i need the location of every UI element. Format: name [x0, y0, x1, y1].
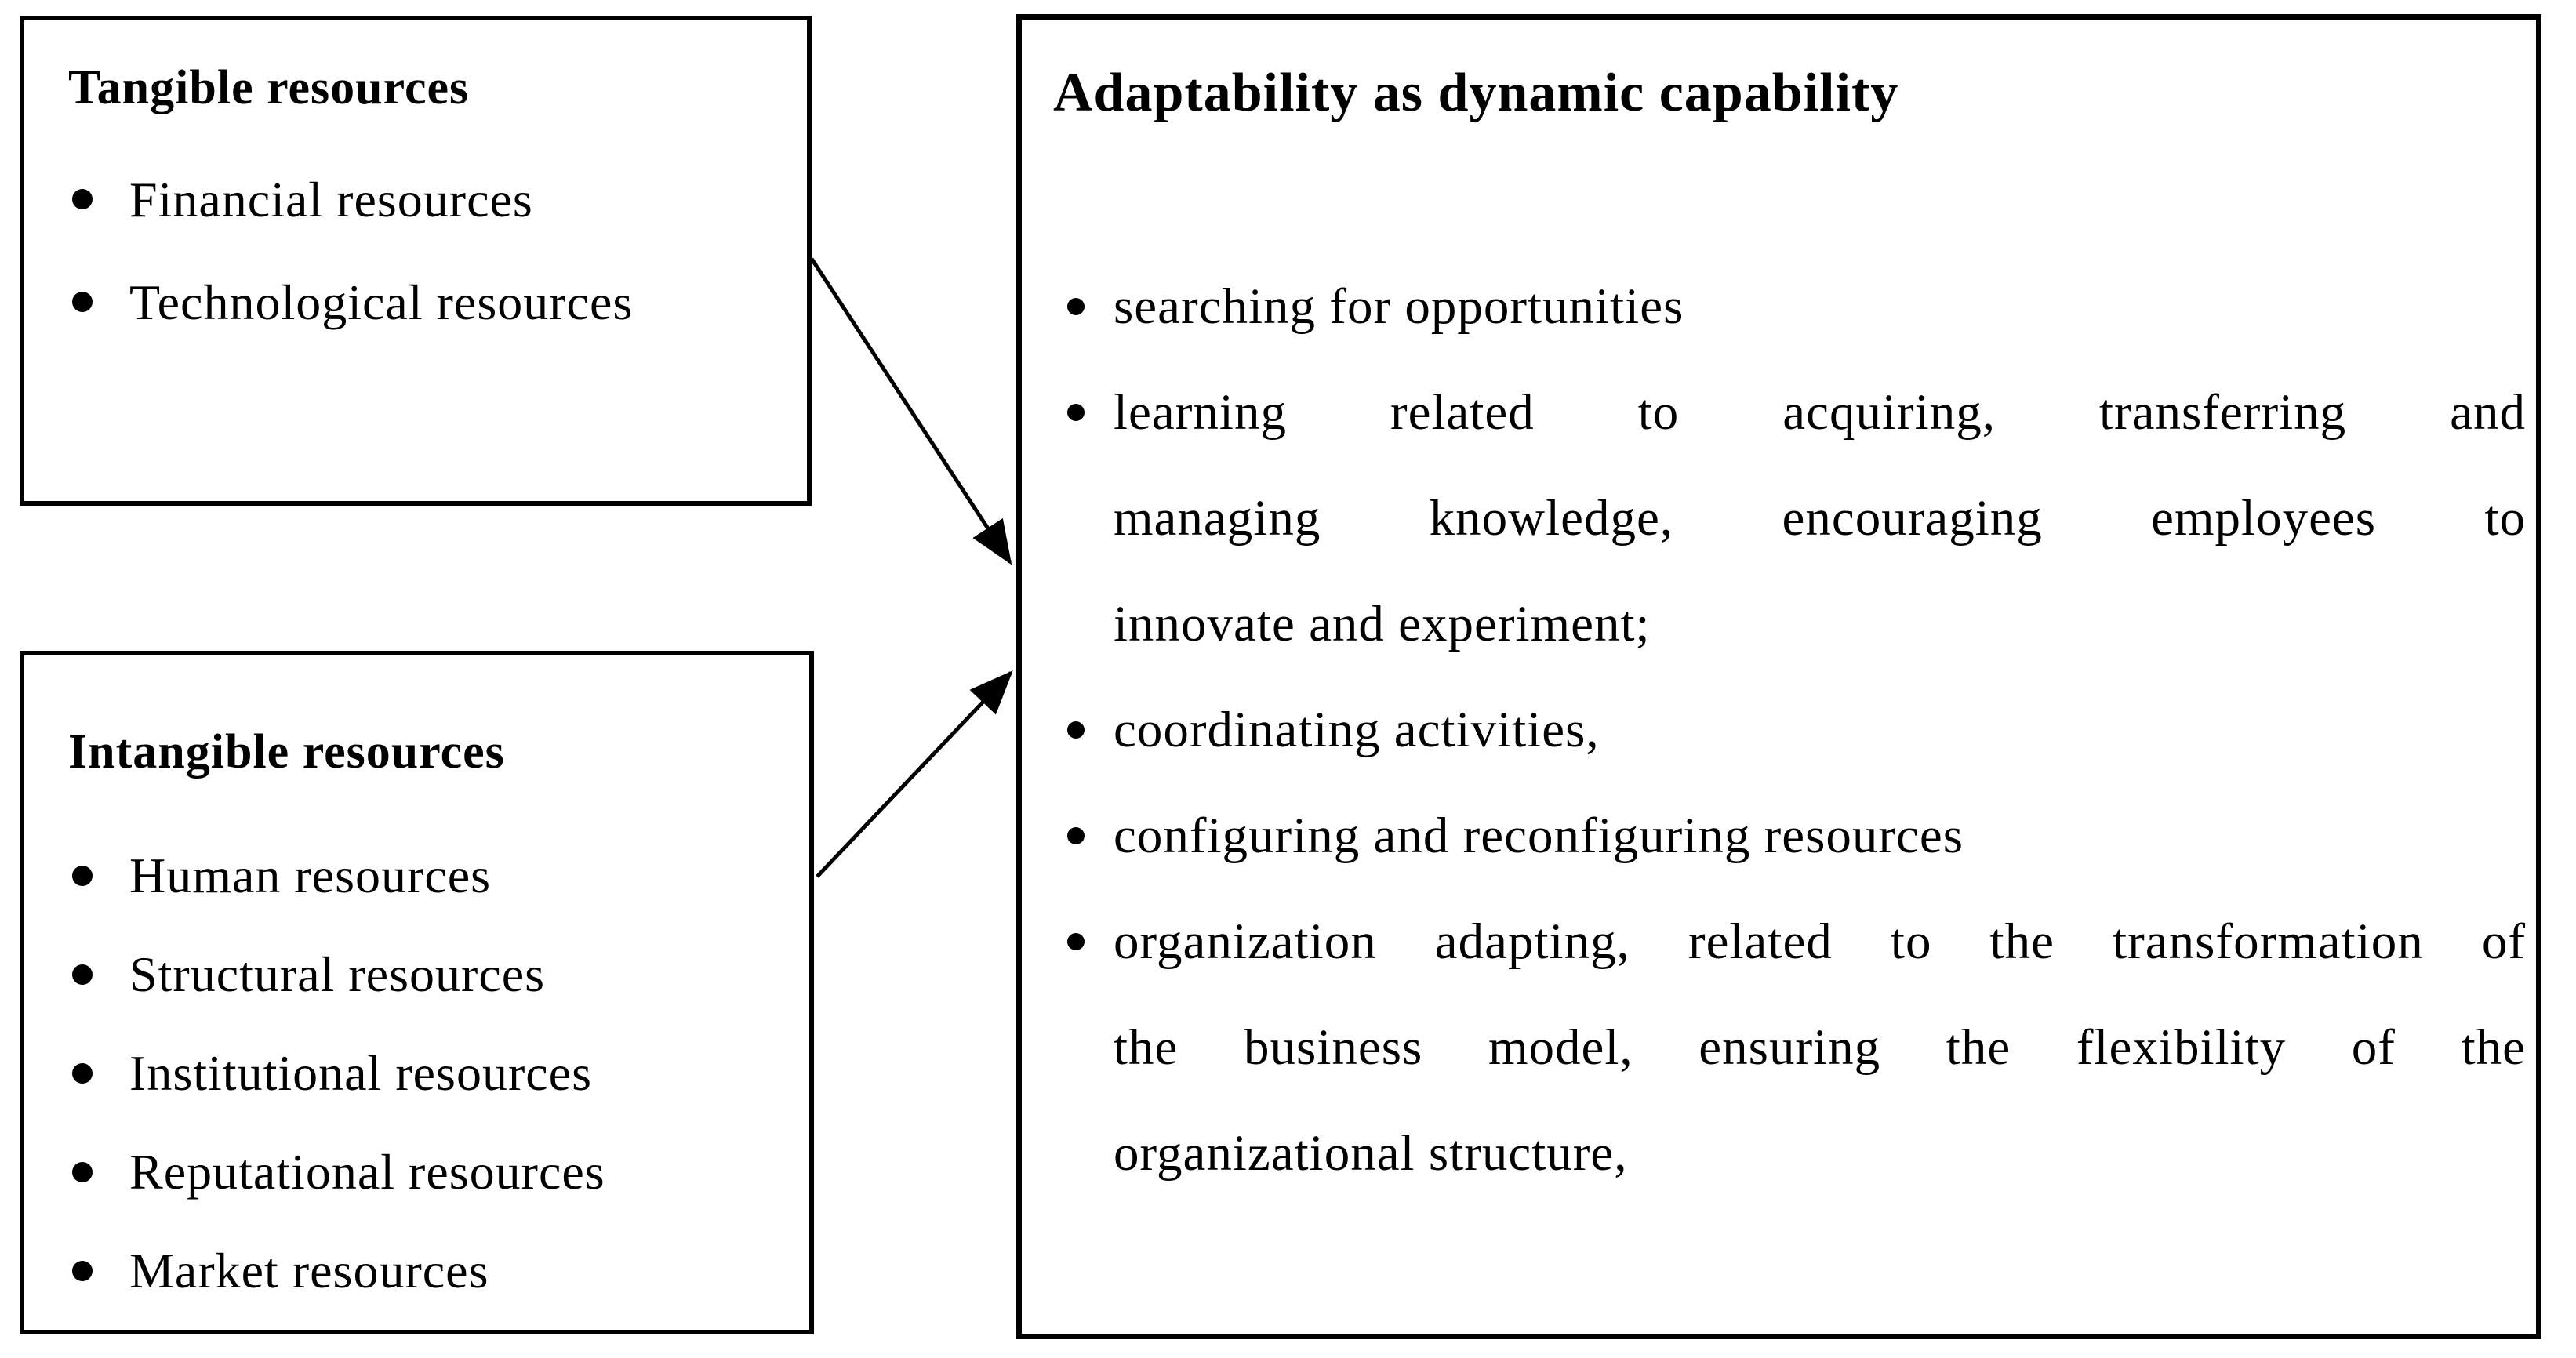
- list-item-text: coordinating activities,: [1114, 702, 1600, 758]
- list-item: Technological resources: [72, 251, 776, 354]
- adaptability-box-title: Adaptability as dynamic capability: [1053, 63, 1899, 123]
- list-item: Market resources: [72, 1222, 778, 1320]
- list-item-text: Market resources: [129, 1243, 489, 1298]
- list-item-line: managing knowledge, encouraging employee…: [1114, 490, 2526, 546]
- bullet-icon: [72, 1063, 93, 1084]
- bullet-icon: [72, 964, 93, 985]
- bullet-icon: [72, 1261, 93, 1281]
- list-item-line: organizational structure,: [1114, 1125, 1628, 1182]
- adaptability-list: searching for opportunities learning rel…: [1067, 254, 2526, 1207]
- list-item-line: the business model, ensuring the flexibi…: [1114, 1019, 2526, 1076]
- list-item-text: Human resources: [129, 848, 492, 903]
- list-item-text: Reputational resources: [129, 1144, 605, 1200]
- tangible-resources-box: Tangible resources Financial resources T…: [20, 16, 812, 506]
- list-item-line: organization adapting, related to the tr…: [1114, 913, 2526, 970]
- list-item: Institutional resources: [72, 1024, 778, 1123]
- list-item-text: Technological resources: [129, 274, 634, 330]
- list-item-text: organization adapting, related to the tr…: [1114, 889, 2526, 1207]
- list-item: searching for opportunities: [1067, 254, 2526, 360]
- list-item: learning related to acquiring, transferr…: [1067, 360, 2526, 677]
- list-item: coordinating activities,: [1067, 677, 2526, 783]
- bullet-icon: [1067, 298, 1085, 315]
- bullet-icon: [1067, 827, 1085, 844]
- bullet-icon: [1067, 404, 1085, 421]
- intangible-box-title: Intangible resources: [68, 725, 505, 779]
- list-item-text: Institutional resources: [129, 1045, 592, 1101]
- tangible-list: Financial resources Technological resour…: [72, 148, 776, 354]
- list-item: Structural resources: [72, 925, 778, 1024]
- arrow-tangible-to-adaptability: [809, 257, 1012, 565]
- intangible-list: Human resources Structural resources Ins…: [72, 826, 778, 1320]
- list-item-line: innovate and experiment;: [1114, 596, 1651, 652]
- list-item-text: Structural resources: [129, 946, 546, 1002]
- arrow-intangible-to-adaptability: [816, 670, 1013, 878]
- adaptability-box: Adaptability as dynamic capability searc…: [1016, 14, 2541, 1339]
- bullet-icon: [72, 1162, 93, 1182]
- list-item: Reputational resources: [72, 1123, 778, 1222]
- bullet-icon: [1067, 721, 1085, 739]
- list-item-text: searching for opportunities: [1114, 278, 1684, 335]
- list-item: Human resources: [72, 826, 778, 925]
- list-item-line: learning related to acquiring, transferr…: [1114, 384, 2526, 441]
- bullet-icon: [72, 292, 93, 312]
- bullet-icon: [1067, 933, 1085, 950]
- tangible-box-title: Tangible resources: [68, 61, 470, 114]
- intangible-resources-box: Intangible resources Human resources Str…: [20, 651, 814, 1334]
- list-item-text: learning related to acquiring, transferr…: [1114, 360, 2526, 677]
- bullet-icon: [72, 189, 93, 209]
- list-item-text: configuring and reconfiguring resources: [1114, 808, 1964, 864]
- bullet-icon: [72, 866, 93, 886]
- list-item: configuring and reconfiguring resources: [1067, 783, 2526, 889]
- list-item-text: Financial resources: [129, 172, 533, 227]
- list-item: organization adapting, related to the tr…: [1067, 889, 2526, 1207]
- list-item: Financial resources: [72, 148, 776, 251]
